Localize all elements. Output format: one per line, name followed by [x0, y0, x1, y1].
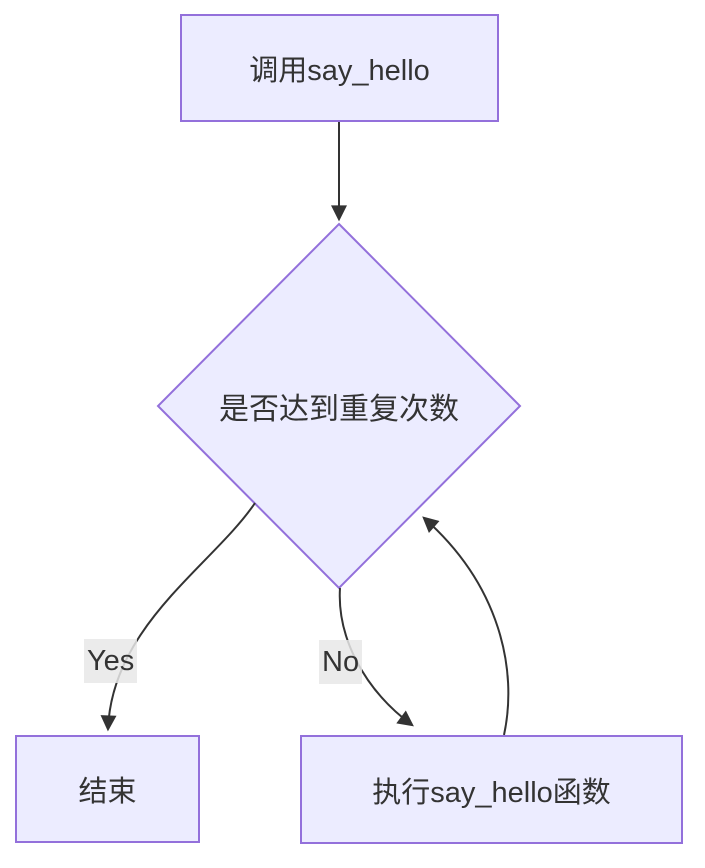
edge-decision-to-end — [100, 502, 256, 732]
end-node: 结束 — [15, 735, 200, 843]
decision-node-label: 是否达到重复次数 — [219, 393, 459, 426]
edge-label-no: No — [319, 640, 363, 684]
execute-node: 执行say_hello函数 — [300, 735, 683, 844]
edge-execute-to-decision — [422, 516, 510, 736]
end-node-label: 结束 — [78, 776, 137, 808]
start-node: 调用say_hello — [180, 14, 499, 122]
decision-node: 是否达到重复次数 — [189, 376, 489, 436]
start-node-label: 调用say_hello — [249, 55, 430, 87]
edge-label-yes: Yes — [84, 639, 138, 683]
execute-node-label: 执行say_hello函数 — [372, 776, 611, 809]
